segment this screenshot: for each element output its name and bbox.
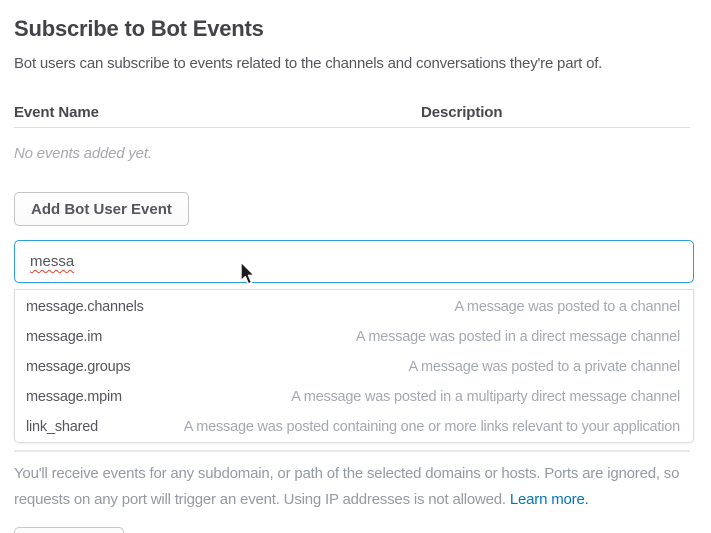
page-title: Subscribe to Bot Events <box>14 16 264 41</box>
event-name: message.groups <box>26 359 131 375</box>
event-name: message.mpim <box>26 389 122 405</box>
event-search-input[interactable]: messa <box>14 240 694 283</box>
footer-note: You'll receive events for any subdomain,… <box>14 461 694 513</box>
partial-button[interactable] <box>14 527 124 533</box>
dropdown-item-message-channels[interactable]: message.channels A message was posted to… <box>15 292 693 322</box>
footer-note-line2: requests on any port will trigger an eve… <box>14 491 510 508</box>
table-header-divider <box>14 127 690 128</box>
event-description: A message was posted in a direct message… <box>355 329 680 345</box>
footer-note-line1: You'll receive events for any subdomain,… <box>14 465 680 482</box>
column-header-event-name: Event Name <box>14 104 99 121</box>
dropdown-item-message-groups[interactable]: message.groups A message was posted to a… <box>15 352 693 382</box>
page-subtitle: Bot users can subscribe to events relate… <box>14 55 603 72</box>
event-description: A message was posted in a multiparty dir… <box>291 389 680 405</box>
section-divider <box>14 450 690 452</box>
empty-state-text: No events added yet. <box>14 145 152 162</box>
column-header-description: Description <box>421 104 503 121</box>
dropdown-item-message-mpim[interactable]: message.mpim A message was posted in a m… <box>15 382 693 412</box>
event-description: A message was posted to a private channe… <box>408 359 681 375</box>
dropdown-item-message-im[interactable]: message.im A message was posted in a dir… <box>15 322 693 352</box>
event-description: A message was posted containing one or m… <box>183 419 680 435</box>
event-autocomplete-dropdown: message.channels A message was posted to… <box>14 289 694 443</box>
dropdown-item-link-shared[interactable]: link_shared A message was posted contain… <box>15 412 693 442</box>
learn-more-link[interactable]: Learn more. <box>509 491 589 508</box>
event-name: message.im <box>26 329 103 345</box>
event-search-input-value: messa <box>30 253 75 270</box>
add-bot-user-event-button[interactable]: Add Bot User Event <box>14 192 189 226</box>
event-name: message.channels <box>26 299 144 315</box>
event-description: A message was posted to a channel <box>454 299 680 315</box>
event-name: link_shared <box>26 419 98 435</box>
